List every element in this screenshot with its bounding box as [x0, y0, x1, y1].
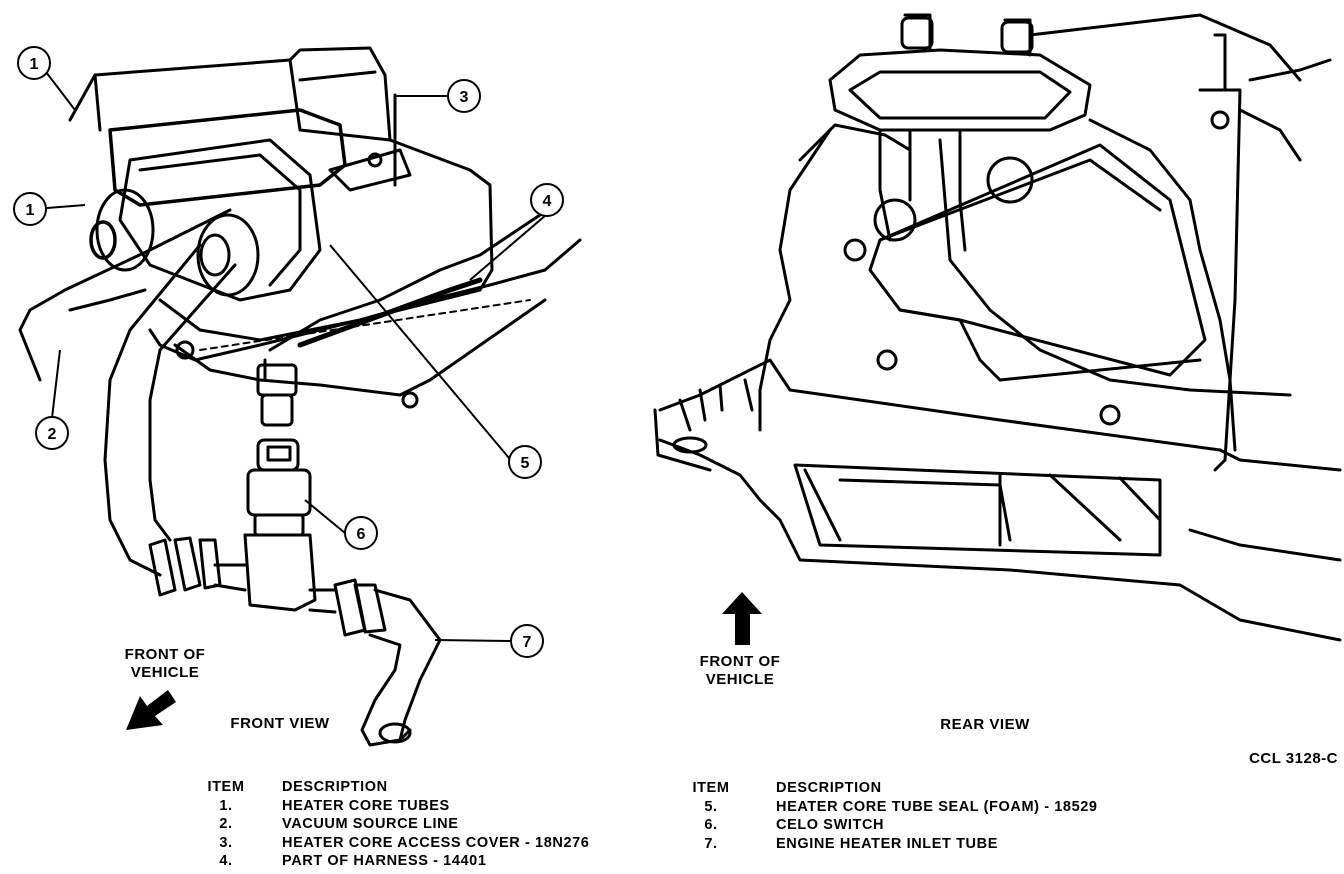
rear-view-title: REAR VIEW	[940, 716, 1030, 733]
legend-item-description: HEATER CORE TUBES	[282, 797, 450, 814]
direction-label-line1: FRONT OF	[699, 653, 781, 670]
callout-number: 3	[460, 89, 469, 106]
legend-row: 5. HEATER CORE TUBE SEAL (FOAM) - 18529	[681, 799, 1141, 818]
legend-header-item: ITEM	[207, 779, 245, 795]
legend-item-number: 5.	[704, 798, 718, 815]
callout-number: 7	[523, 634, 532, 651]
figure-id: CCL 3128-C	[1249, 750, 1338, 767]
legend-item-description: CELO SWITCH	[776, 817, 885, 833]
direction-label-line1: FRONT OF	[124, 646, 206, 663]
legend-row: 2. VACUUM SOURCE LINE	[196, 816, 656, 835]
callout-number: 1	[30, 56, 39, 73]
legend-left: ITEM DESCRIPTION 1. HEATER CORE TUBES 2.…	[196, 779, 656, 872]
front-view-drawing	[18, 46, 582, 747]
legend-header-item: ITEM	[692, 780, 730, 796]
legend-item-number: 4.	[219, 853, 233, 869]
legend-row: 6. CELO SWITCH	[681, 817, 1141, 836]
leader-item-2	[51, 349, 61, 419]
callout-3	[447, 79, 481, 113]
direction-label-line2: VEHICLE	[705, 671, 775, 688]
legend-header: ITEM DESCRIPTION	[681, 780, 1141, 799]
callout-1-top	[17, 46, 51, 80]
leader-item-5	[329, 244, 510, 459]
leader-item-7	[434, 639, 512, 642]
front-of-vehicle-label-left: FRONT OF VEHICLE	[100, 646, 230, 682]
callout-number: 6	[357, 526, 366, 543]
legend-header-description: DESCRIPTION	[282, 779, 388, 795]
legend-item-description: HEATER CORE ACCESS COVER - 18N276	[282, 834, 590, 851]
legend-item-number: 1.	[219, 797, 233, 814]
front-of-vehicle-arrow-right	[722, 592, 762, 645]
callout-4	[530, 183, 564, 217]
legend-item-description: VACUUM SOURCE LINE	[282, 816, 459, 832]
legend-item-number: 7.	[704, 835, 718, 852]
legend-item-number: 3.	[219, 834, 233, 851]
leader-item-1-top	[45, 71, 76, 111]
legend-item-number: 6.	[704, 817, 718, 833]
callout-1-side	[13, 192, 47, 226]
legend-header-description: DESCRIPTION	[776, 780, 882, 796]
legend-row: 7. ENGINE HEATER INLET TUBE	[681, 836, 1141, 855]
callout-6	[344, 516, 378, 550]
legend-row: 4. PART OF HARNESS - 14401	[196, 853, 656, 872]
rear-view-drawing	[653, 13, 1342, 642]
legend-row: 1. HEATER CORE TUBES	[196, 798, 656, 817]
callout-number: 5	[521, 455, 530, 472]
legend-item-description: ENGINE HEATER INLET TUBE	[776, 835, 998, 852]
legend-right: ITEM DESCRIPTION 5. HEATER CORE TUBE SEA…	[681, 780, 1141, 854]
front-of-vehicle-arrow-left	[126, 690, 176, 730]
direction-label-line2: VEHICLE	[130, 664, 200, 681]
callout-7	[510, 624, 544, 658]
callout-number: 4	[543, 193, 552, 210]
leader-item-4	[469, 214, 547, 281]
front-view-title: FRONT VIEW	[230, 715, 330, 732]
legend-row: 3. HEATER CORE ACCESS COVER - 18N276	[196, 835, 656, 854]
callout-5	[508, 445, 542, 479]
callout-number: 2	[48, 426, 57, 443]
callout-number: 1	[26, 202, 35, 219]
legend-item-description: PART OF HARNESS - 14401	[282, 853, 487, 869]
leader-item-6	[304, 499, 346, 534]
front-of-vehicle-label-right: FRONT OF VEHICLE	[675, 653, 805, 689]
callout-2	[35, 416, 69, 450]
legend-item-number: 2.	[219, 816, 233, 832]
legend-header: ITEM DESCRIPTION	[196, 779, 656, 798]
leader-item-1-side	[46, 204, 86, 209]
legend-item-description: HEATER CORE TUBE SEAL (FOAM) - 18529	[776, 798, 1098, 815]
